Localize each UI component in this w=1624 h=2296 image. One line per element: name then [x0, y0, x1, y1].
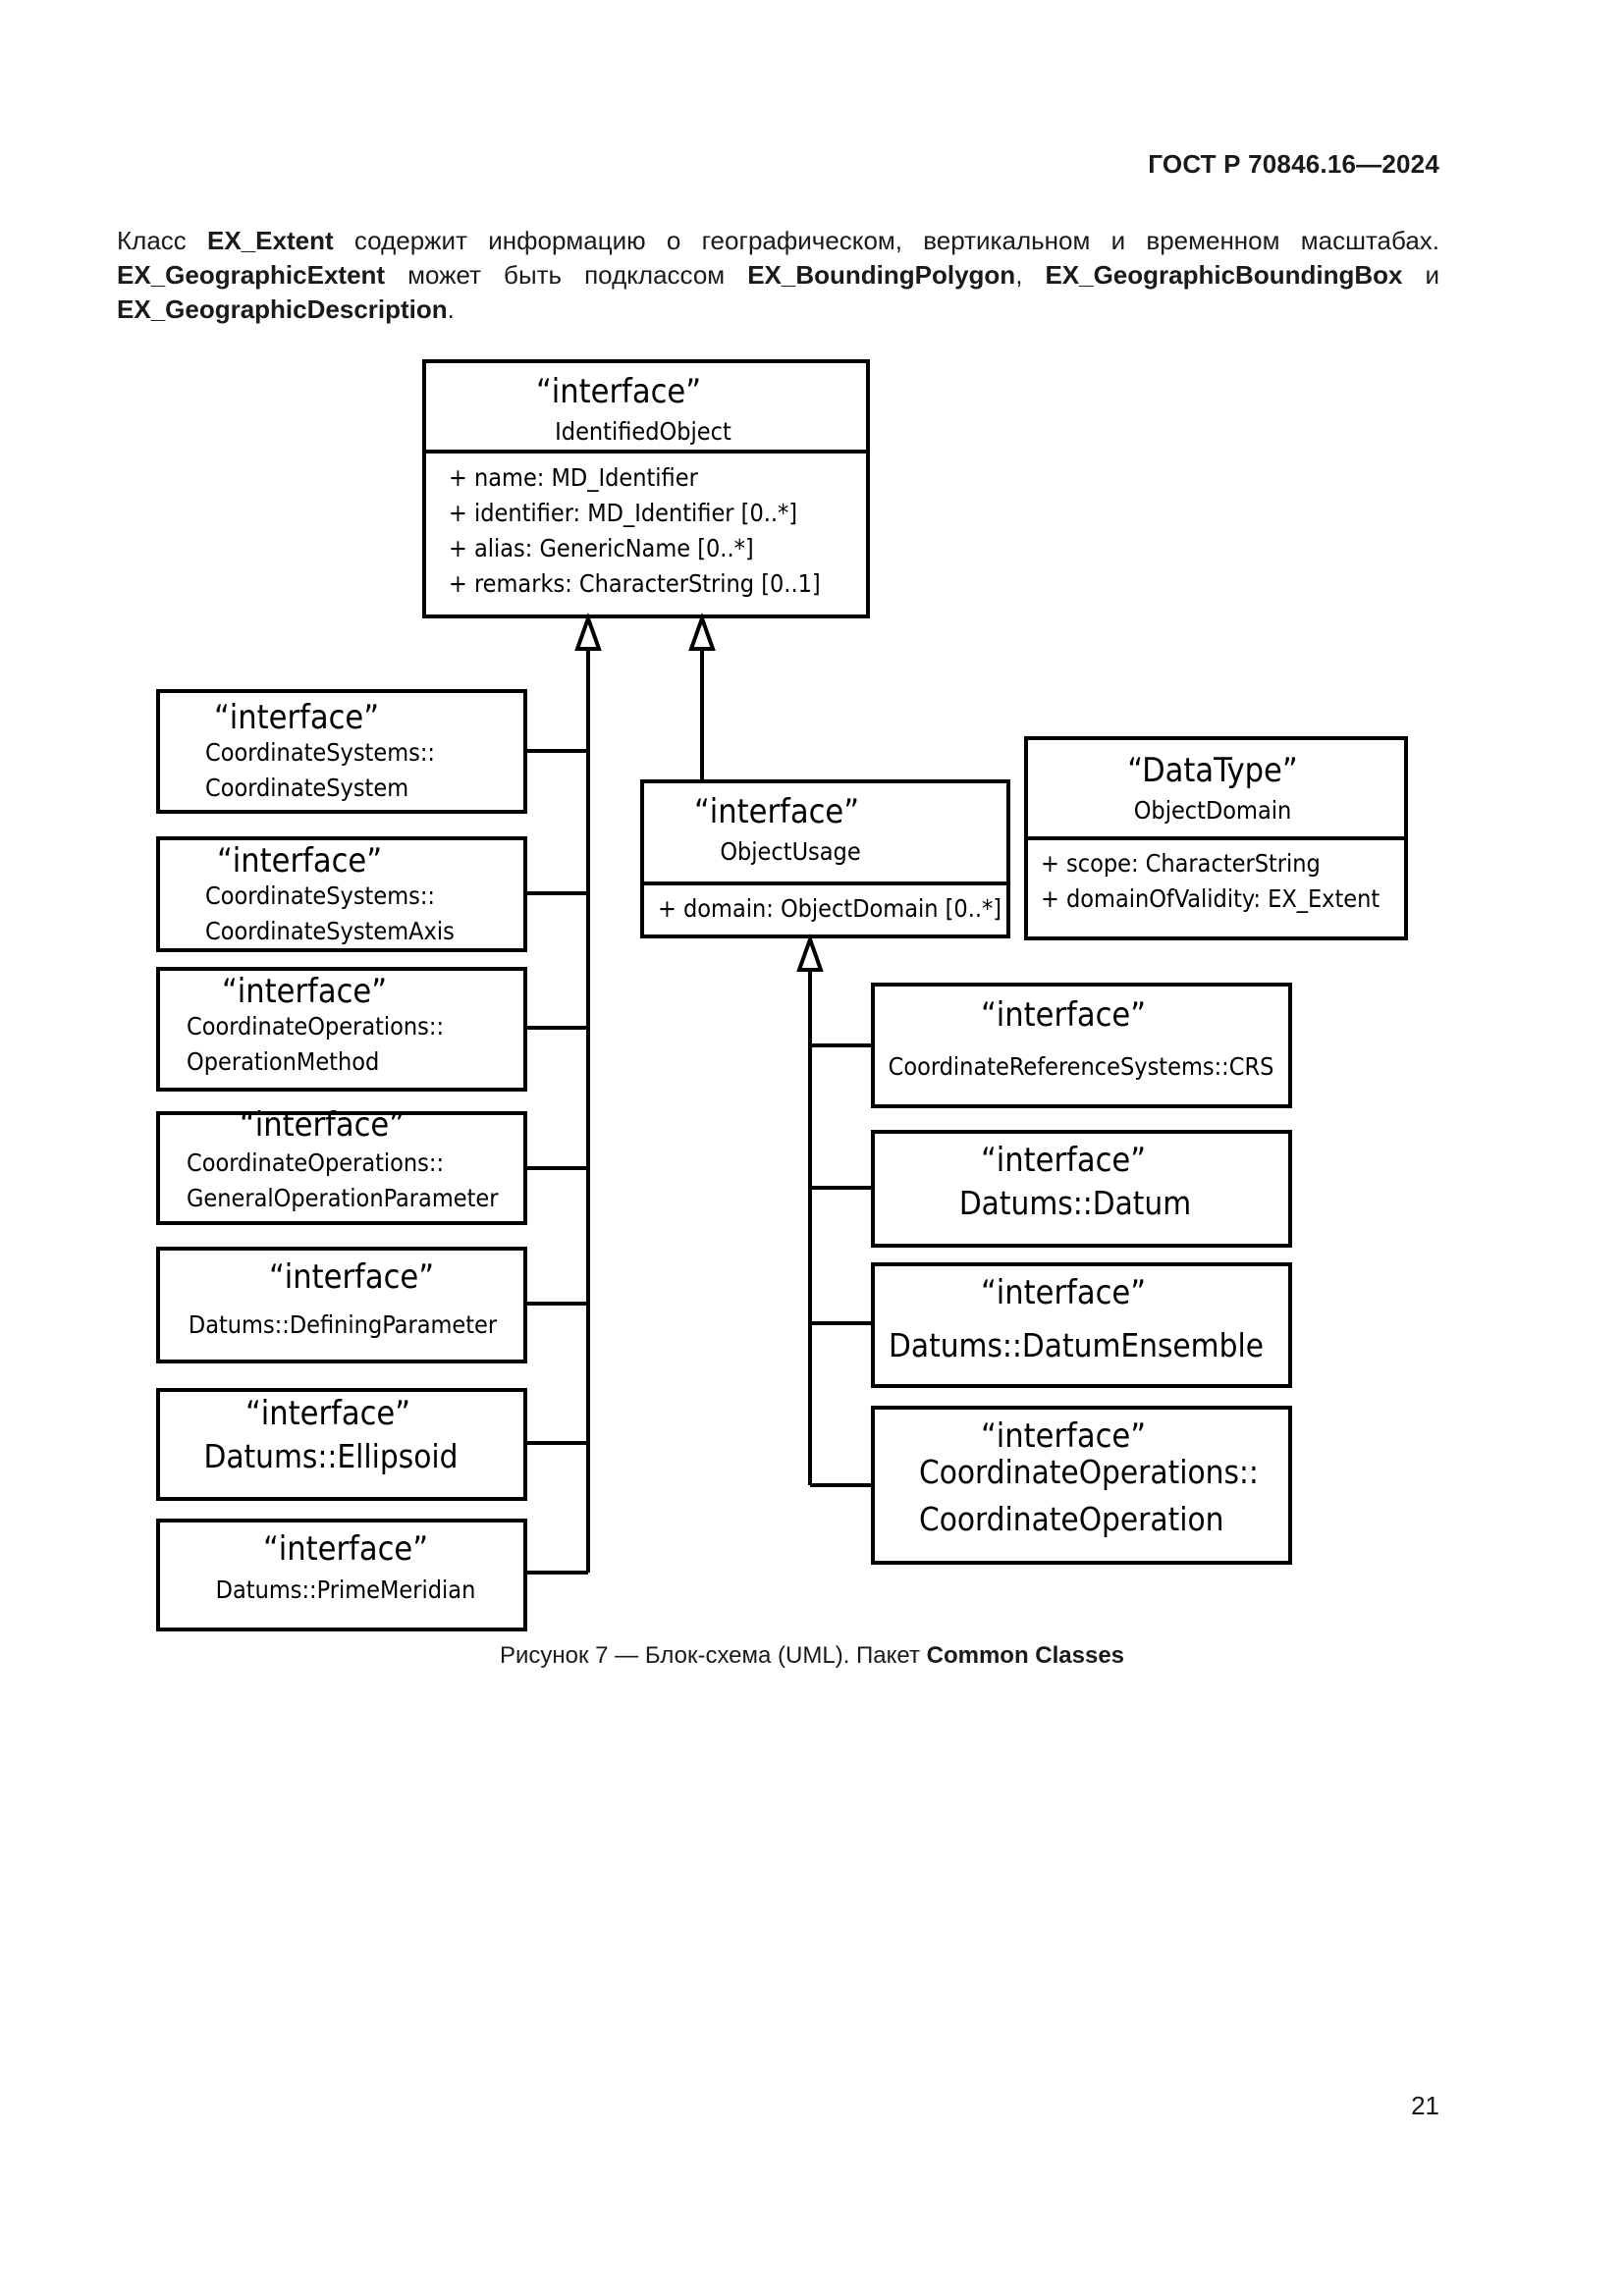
class-box	[156, 689, 527, 814]
stereotype-label: “interface”	[217, 841, 382, 881]
class-name: GeneralOperationParameter	[187, 1184, 499, 1212]
attribute: + scope: CharacterString	[1041, 849, 1321, 878]
stereotype-label: “DataType”	[1127, 751, 1297, 790]
stereotype-label: “interface”	[981, 995, 1146, 1035]
intro-text: может быть подклассом	[385, 260, 748, 290]
stereotype-label: “interface”	[981, 1141, 1146, 1180]
caption-package-name: Common Classes	[926, 1642, 1125, 1669]
attribute: + domain: ObjectDomain [0..*]	[658, 894, 1001, 923]
class-name: ObjectDomain	[1134, 796, 1292, 825]
stereotype-label: “interface”	[981, 1273, 1146, 1312]
intro-text: Класс	[117, 226, 208, 255]
class-name: CoordinateSystemAxis	[205, 917, 455, 945]
class-box	[871, 1130, 1292, 1248]
class-box	[871, 1262, 1292, 1388]
identified-object-box	[422, 359, 870, 618]
class-name: CoordinateReferenceSystems::CRS	[889, 1052, 1274, 1081]
stereotype-label: “interface”	[694, 792, 859, 831]
intro-text: содержит информацию о географическом, ве…	[333, 226, 1439, 255]
class-name: CoordinateOperation	[919, 1500, 1223, 1538]
class-name: CoordinateSystems::	[205, 881, 435, 910]
class-name: CoordinateOperations::	[187, 1012, 444, 1041]
attribute: + identifier: MD_Identifier [0..*]	[449, 499, 797, 527]
class-box	[871, 983, 1292, 1108]
class-name: OperationMethod	[187, 1047, 379, 1076]
intro-text: .	[447, 294, 455, 324]
class-name: ObjectUsage	[720, 837, 860, 866]
stereotype-label: “interface”	[222, 972, 387, 1011]
class-name: Datums::DatumEnsemble	[889, 1326, 1264, 1364]
class-name: IdentifiedObject	[555, 417, 731, 446]
object-usage-box	[640, 779, 1010, 938]
stereotype-label: “interface”	[214, 698, 379, 737]
page-number: 21	[1411, 2091, 1439, 2120]
class-name: Datums::PrimeMeridian	[216, 1575, 476, 1604]
class-name-ex-geographic-description: EX_GeographicDescription	[117, 294, 448, 324]
class-box	[156, 1388, 527, 1501]
class-name: Datums::Datum	[959, 1184, 1191, 1222]
intro-text: ,	[1015, 260, 1046, 290]
stereotype-label: “interface”	[240, 1105, 405, 1145]
figure-caption: Рисунок 7 — Блок-схема (UML). Пакет Comm…	[0, 1642, 1624, 1670]
class-box	[871, 1406, 1292, 1565]
class-name: Datums::Ellipsoid	[203, 1437, 458, 1475]
attribute: + remarks: CharacterString [0..1]	[449, 569, 821, 598]
class-name: CoordinateOperations::	[919, 1453, 1259, 1491]
class-box	[156, 836, 527, 952]
document-standard-number: ГОСТ Р 70846.16—2024	[1148, 149, 1439, 179]
class-box	[156, 967, 527, 1092]
attribute: + name: MD_Identifier	[449, 463, 699, 492]
class-box	[156, 1111, 527, 1225]
attribute: + domainOfValidity: EX_Extent	[1041, 884, 1380, 913]
inheritance-arrowhead-icon	[574, 613, 602, 651]
stereotype-label: “interface”	[269, 1257, 434, 1297]
stereotype-label: “interface”	[263, 1529, 428, 1569]
class-name-ex-geographic-bounding-box: EX_GeographicBoundingBox	[1045, 260, 1403, 290]
caption-text: Рисунок 7 — Блок-схема (UML). Пакет	[499, 1642, 927, 1669]
class-name: CoordinateSystem	[205, 774, 408, 802]
class-name-ex-bounding-polygon: EX_BoundingPolygon	[747, 260, 1016, 290]
inheritance-arrowhead-icon	[796, 934, 824, 972]
stereotype-label: “interface”	[536, 372, 701, 411]
inheritance-arrowhead-icon	[688, 613, 716, 651]
class-name-ex-geographic-extent: EX_GeographicExtent	[117, 260, 386, 290]
intro-text: и	[1402, 260, 1440, 290]
class-name: CoordinateOperations::	[187, 1148, 444, 1177]
intro-paragraph: Класс EX_Extent содержит информацию о ге…	[117, 224, 1439, 327]
class-box	[156, 1247, 527, 1363]
class-name-ex-extent: EX_Extent	[207, 226, 334, 255]
stereotype-label: “interface”	[981, 1416, 1146, 1456]
class-name: CoordinateSystems::	[205, 738, 435, 767]
stereotype-label: “interface”	[245, 1394, 410, 1433]
class-box	[156, 1519, 527, 1631]
class-name: Datums::DefiningParameter	[189, 1310, 498, 1339]
attribute: + alias: GenericName [0..*]	[449, 534, 754, 562]
